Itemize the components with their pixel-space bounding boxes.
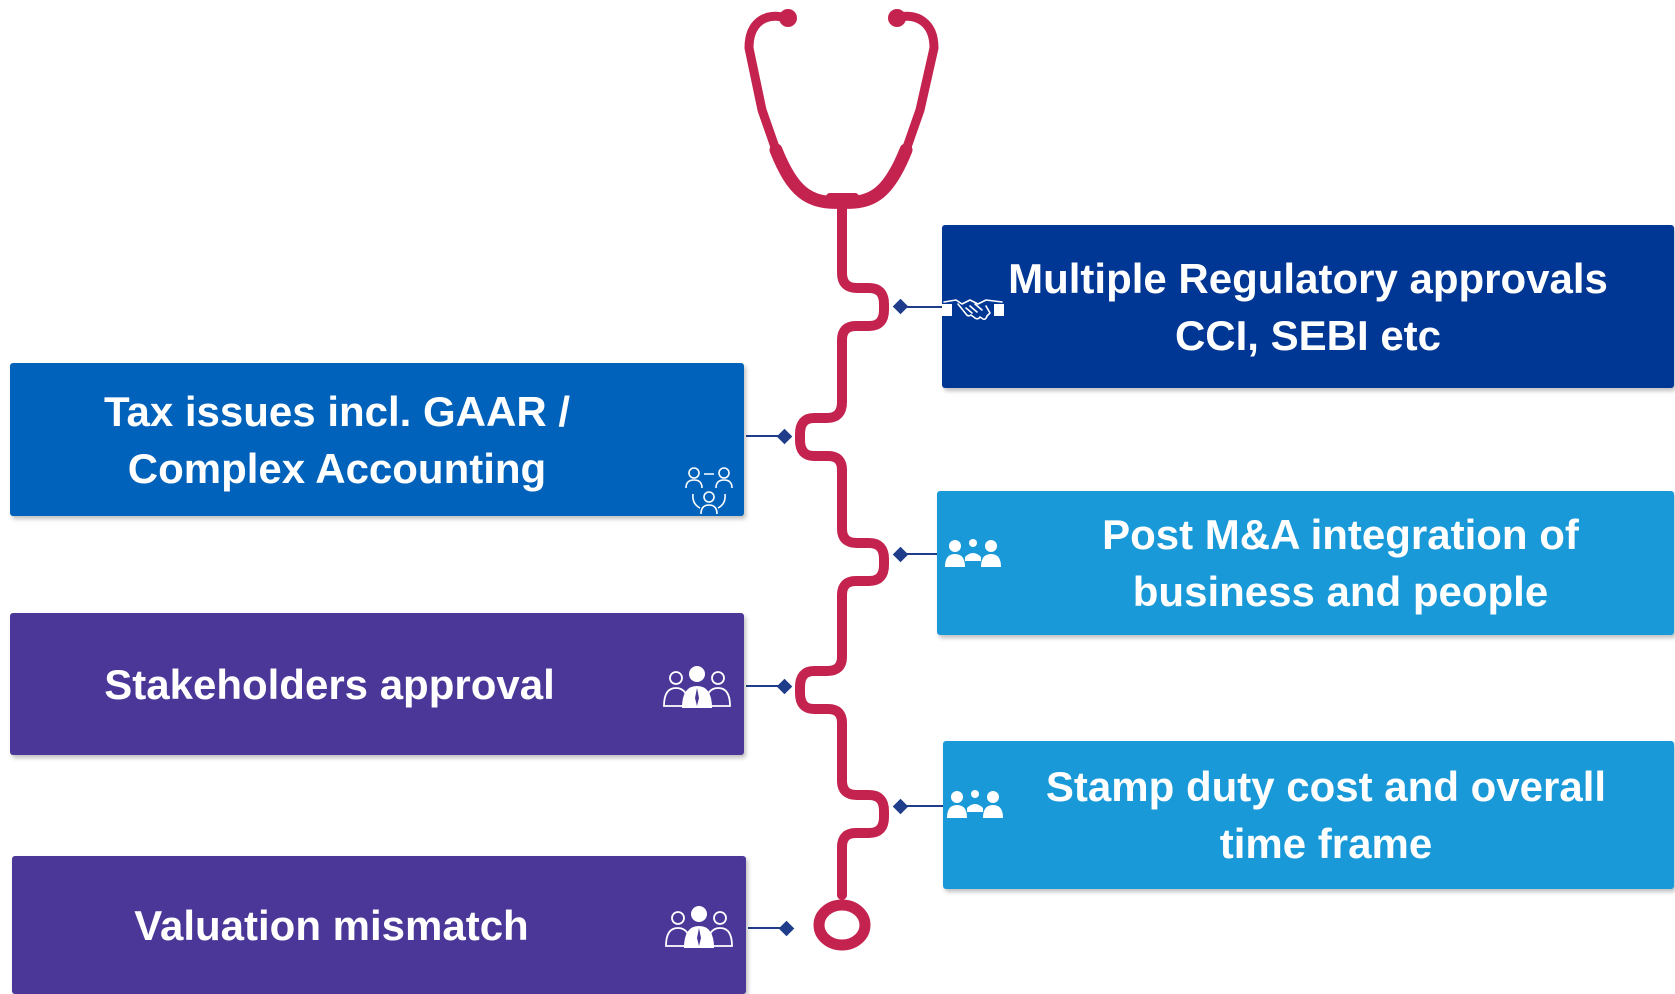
meeting-icon — [945, 539, 1001, 567]
meeting-icon — [947, 790, 1003, 818]
box-regulatory-text: Multiple Regulatory approvals CCI, SEBI … — [1008, 250, 1608, 364]
box-stake-line1: Stakeholders approval — [104, 660, 555, 708]
handshake-icon — [942, 299, 1004, 320]
box-tax-line2: Complex Accounting — [127, 444, 547, 492]
box-valuation-line1: Valuation mismatch — [134, 901, 529, 949]
ear-tube-left — [744, 11, 791, 155]
connector-dot-stake — [776, 678, 793, 695]
group-people-icon — [665, 906, 733, 948]
connector-dot-tax — [776, 428, 793, 445]
ear-tube-right — [891, 11, 939, 155]
box-stamp-text: Stamp duty cost and overall time frame — [1046, 758, 1606, 872]
yoke — [826, 193, 859, 207]
box-postma-line2: business and people — [1132, 568, 1549, 615]
chest-piece — [813, 899, 871, 951]
box-stake-text: Stakeholders approval — [104, 656, 555, 713]
connector-dot-postma — [892, 546, 909, 563]
box-stamp-duty: Stamp duty cost and overall time frame — [943, 741, 1674, 889]
box-postma-line1: Post M&A integration of — [1102, 511, 1579, 558]
box-tax-issues: Tax issues incl. GAAR / Complex Accounti… — [10, 363, 744, 516]
box-stakeholders-approval: Stakeholders approval — [10, 613, 744, 755]
box-stamp-line1: Stamp duty cost and overall — [1045, 763, 1607, 810]
box-regulatory-line2: CCI, SEBI etc — [1174, 311, 1442, 359]
box-post-ma-integration: Post M&A integration of business and peo… — [937, 491, 1674, 635]
group-people-icon — [663, 666, 731, 708]
box-valuation-mismatch: Valuation mismatch — [12, 856, 746, 994]
connectors — [746, 298, 944, 937]
box-postma-text: Post M&A integration of business and peo… — [1102, 506, 1579, 620]
ear-tip-right — [888, 9, 906, 27]
connector-dot-valuation — [778, 920, 795, 937]
ear-tip-left — [779, 9, 797, 27]
box-regulatory-approvals: Multiple Regulatory approvals CCI, SEBI … — [942, 225, 1674, 388]
connector-dot-stamp — [892, 798, 909, 815]
box-regulatory-line1: Multiple Regulatory approvals — [1008, 254, 1608, 302]
connector-dot-regulatory — [892, 298, 909, 315]
box-valuation-text: Valuation mismatch — [134, 897, 528, 954]
box-stamp-line2: time frame — [1219, 820, 1433, 867]
team-network-icon — [685, 467, 733, 515]
box-tax-line1: Tax issues incl. GAAR / — [103, 387, 571, 435]
main-tube — [795, 197, 889, 900]
box-tax-text: Tax issues incl. GAAR / Complex Accounti… — [104, 383, 570, 497]
